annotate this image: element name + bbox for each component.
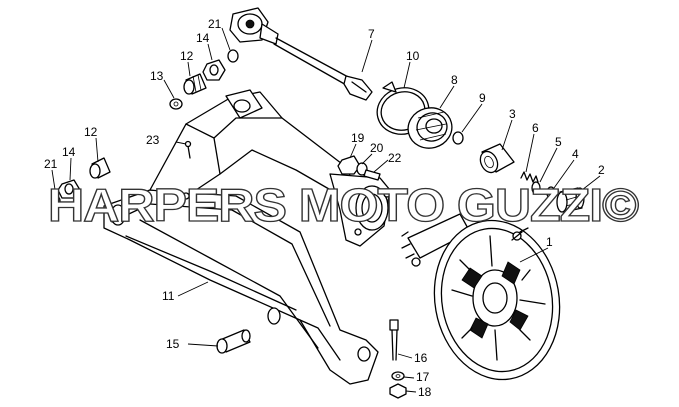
part-12-bushing-upper — [183, 73, 207, 95]
callout-17: 17 — [416, 370, 430, 384]
part-2-pinion — [556, 187, 585, 213]
leader-lines — [51, 27, 601, 393]
part-3-splined-sleeve — [479, 143, 515, 174]
part-7-drive-shaft — [229, 7, 373, 101]
callout-4: 4 — [572, 147, 579, 161]
callout-20: 20 — [370, 141, 384, 155]
watermark-text: HARPERS MOTO GUZZI© — [48, 179, 639, 231]
part-6-spring — [520, 171, 539, 183]
part-18-nut — [389, 383, 407, 399]
part-1-drive-housing — [401, 213, 561, 381]
callout-1: 1 — [546, 235, 553, 249]
callout-22: 22 — [388, 151, 402, 165]
callout-15: 15 — [166, 337, 180, 351]
part-12-bushing-left — [89, 157, 111, 179]
part-13-washer — [169, 98, 183, 110]
callout-12-left: 12 — [84, 125, 98, 139]
callout-19: 19 — [351, 131, 365, 145]
part-19-nut — [337, 155, 361, 175]
callout-13: 13 — [150, 69, 164, 83]
callout-21-upper: 21 — [208, 17, 222, 31]
part-9-o-ring — [452, 131, 464, 145]
callout-9: 9 — [479, 91, 486, 105]
callout-10: 10 — [406, 49, 420, 63]
part-17-washer — [391, 371, 405, 381]
part-16-bolt — [389, 319, 399, 361]
part-14-nut-left — [57, 179, 81, 199]
callout-21-left: 21 — [44, 157, 58, 171]
part-22-stud — [363, 169, 381, 181]
part-11-swing-arm — [103, 89, 391, 385]
callout-7: 7 — [368, 27, 375, 41]
callout-labels: 1 2 3 4 5 6 7 8 9 10 11 12 12 13 14 14 1… — [44, 17, 605, 399]
part-5-washer — [531, 181, 541, 195]
callout-8: 8 — [451, 73, 458, 87]
part-4-ring — [546, 186, 556, 200]
part-21-washer-upper — [227, 49, 239, 63]
callout-16: 16 — [414, 351, 428, 365]
callout-5: 5 — [555, 135, 562, 149]
part-23-grease-nipple — [184, 140, 192, 159]
part-14-nut-upper — [202, 59, 226, 81]
callout-2: 2 — [598, 163, 605, 177]
part-8-boot — [407, 107, 453, 149]
part-15-pivot-pin — [216, 329, 251, 354]
callout-3: 3 — [509, 107, 516, 121]
callout-23: 23 — [146, 133, 160, 147]
callout-12-upper: 12 — [180, 49, 194, 63]
callout-14-left: 14 — [62, 145, 76, 159]
callout-11: 11 — [162, 289, 175, 303]
callout-6: 6 — [532, 121, 539, 135]
callout-18: 18 — [418, 385, 432, 399]
callout-14-upper: 14 — [196, 31, 210, 45]
part-20-washer — [356, 162, 368, 176]
